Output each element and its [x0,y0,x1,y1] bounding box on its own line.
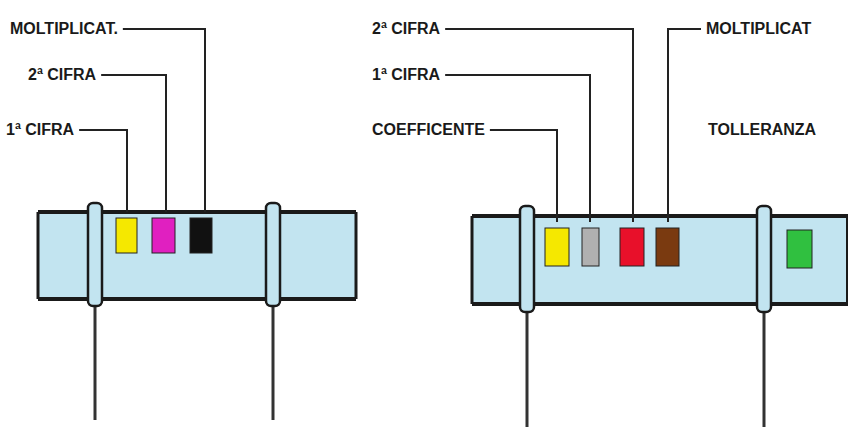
leader-line [445,75,590,222]
capacitor-left [38,203,356,420]
leader-line [668,29,701,222]
leader-line [101,75,166,212]
part-label: 2ª CIFRA [372,20,440,38]
part-label: 1ª CIFRA [6,121,74,139]
part-label: COEFFICENTE [372,121,485,139]
leader-line [123,29,205,212]
part-label: MOLTIPLICAT. [10,20,118,38]
leader-line [79,130,127,212]
part-label: TOLLERANZA [708,121,816,139]
capacitor-right [472,206,848,427]
part-label: 2ª CIFRA [28,66,96,84]
part-label: MOLTIPLICAT [706,20,811,38]
leader-line [490,130,557,222]
part-label: 1ª CIFRA [372,66,440,84]
leader-lines [79,29,701,222]
